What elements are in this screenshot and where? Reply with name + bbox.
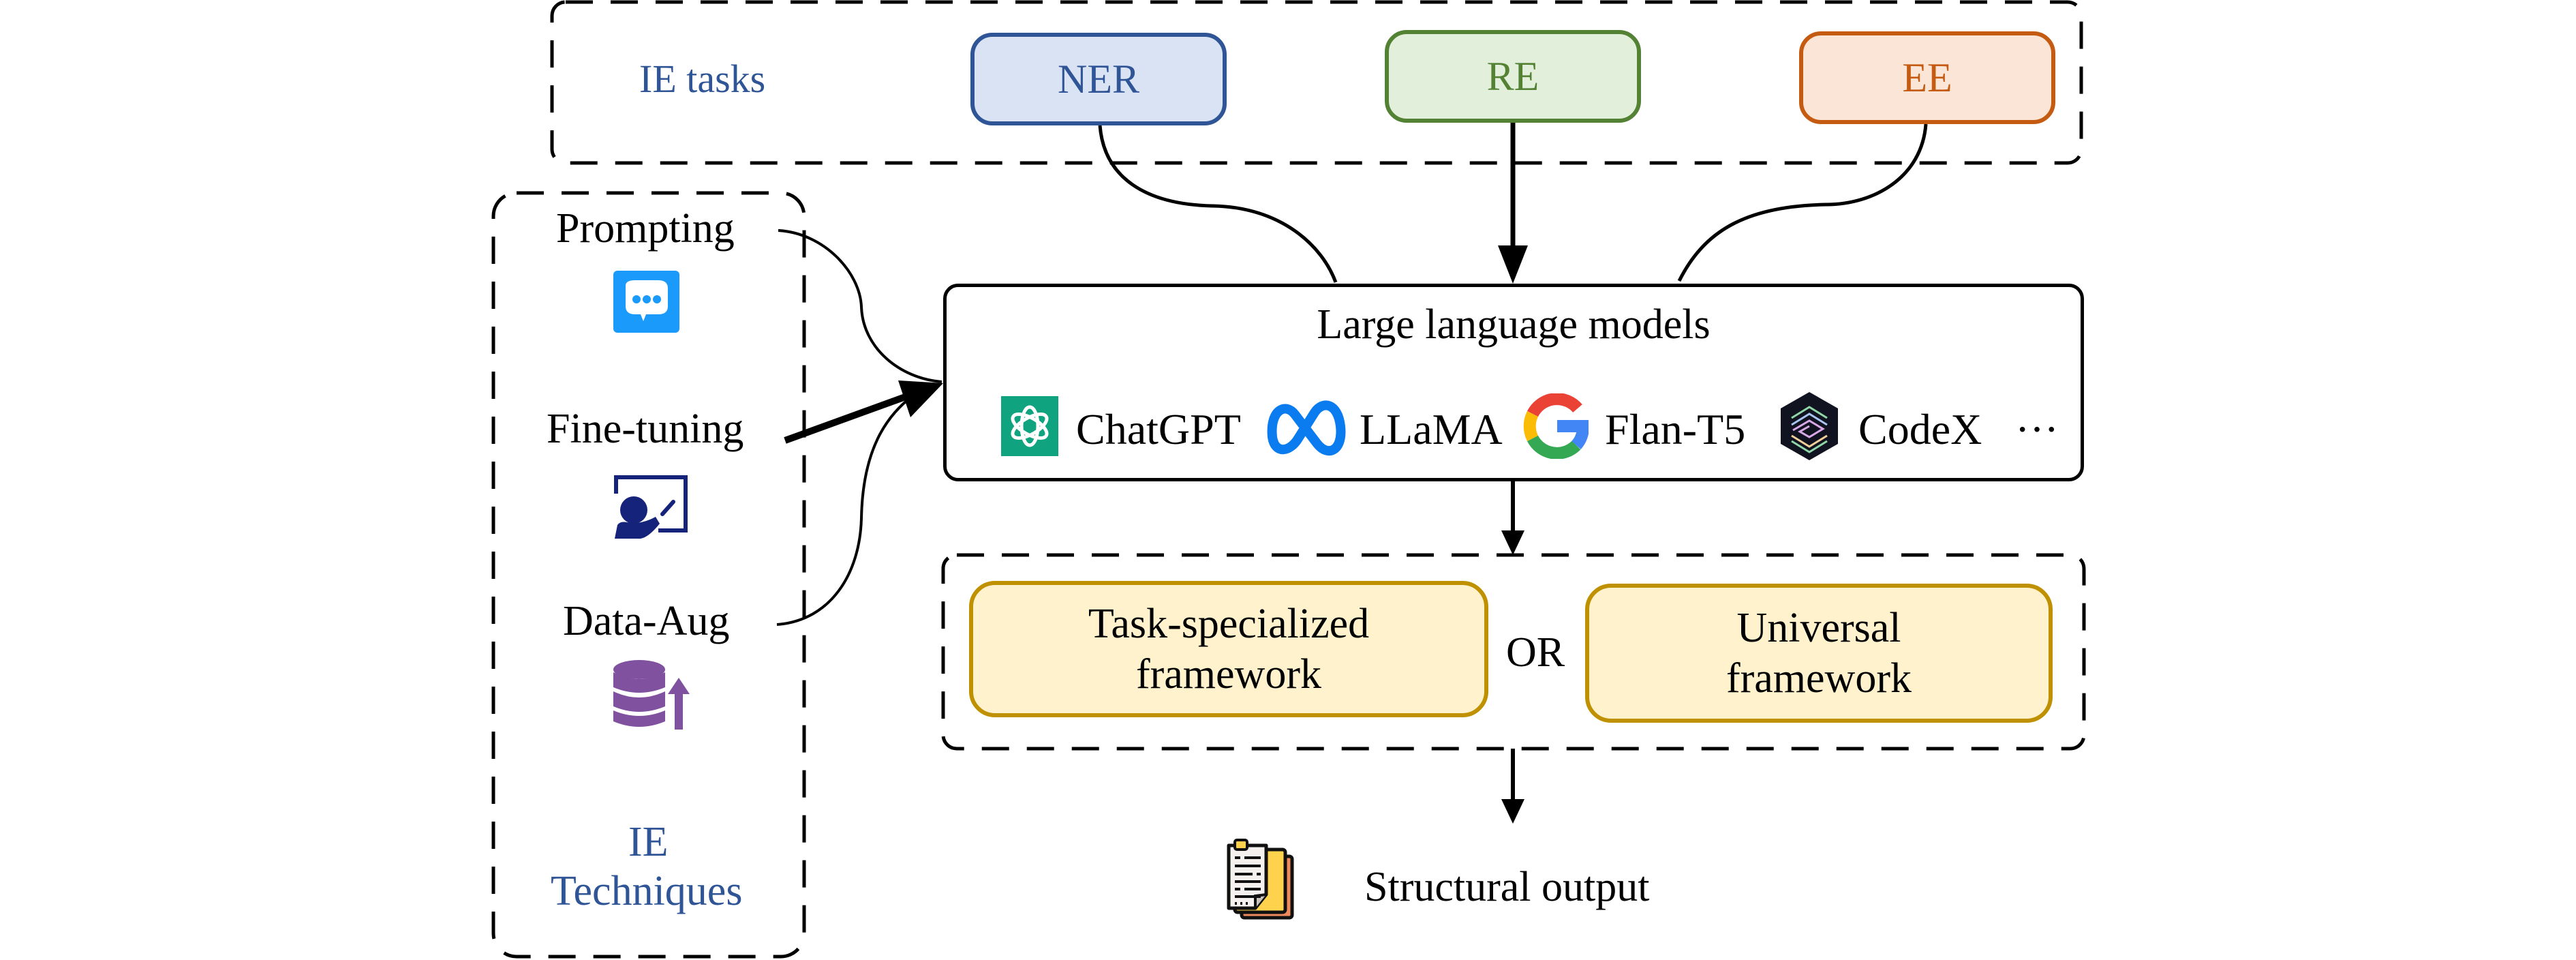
ner-to-llm-connector: [1098, 125, 1338, 283]
ie-techniques-label-line2: Techniques: [551, 868, 743, 914]
or-connector-label: OR: [1506, 629, 1565, 676]
framework-to-output-arrowhead: [1501, 799, 1524, 824]
database-up-icon: [613, 659, 695, 730]
fine-tuning-to-llm-arrow: [784, 392, 910, 444]
technique-prompting-label: Prompting: [556, 205, 735, 252]
task-specialized-line2: framework: [1136, 651, 1321, 698]
codex-logo-icon: [1778, 391, 1841, 462]
ie-tasks-label: IE tasks: [639, 57, 766, 101]
model-chatgpt-label: ChatGPT: [1076, 405, 1241, 453]
universal-line2: framework: [1726, 655, 1912, 702]
re-to-llm-arrowhead: [1498, 245, 1528, 284]
ie-techniques-group-border: [491, 191, 806, 959]
task-re[interactable]: RE: [1385, 30, 1641, 123]
chat-bubble-icon: [613, 271, 679, 333]
universal-framework[interactable]: Universal framework: [1585, 584, 2053, 723]
framework-group-border: [941, 553, 2086, 751]
prompting-to-llm-connector: [778, 229, 942, 383]
technique-fine-tuning-label: Fine-tuning: [547, 406, 744, 452]
teacher-board-icon: [613, 475, 688, 540]
ie-techniques-label-line1: IE: [628, 819, 669, 865]
ie-tasks-group-border: [550, 0, 2083, 165]
llm-title: Large language models: [1317, 301, 1711, 348]
structural-output-label: Structural output: [1364, 864, 1650, 910]
data-aug-to-llm-connector: [776, 394, 915, 626]
model-llama-label: LLaMA: [1360, 405, 1503, 453]
task-specialized-framework[interactable]: Task-specialized framework: [969, 581, 1488, 717]
meta-logo-icon: [1266, 396, 1347, 457]
task-ner[interactable]: NER: [970, 33, 1227, 125]
model-codex-label: CodeX: [1858, 405, 1982, 453]
task-specialized-line1: Task-specialized: [1088, 601, 1370, 647]
model-flan-t5-label: Flan-T5: [1605, 405, 1746, 453]
google-logo-icon: [1523, 393, 1589, 460]
task-re-label: RE: [1486, 53, 1539, 99]
llm-box[interactable]: Large language models ChatGPT LLaMA Flan…: [943, 284, 2084, 481]
openai-logo-icon: [1001, 396, 1058, 456]
task-ee-label: EE: [1902, 55, 1952, 100]
llm-to-framework-arrowhead: [1501, 530, 1524, 555]
task-ee[interactable]: EE: [1799, 31, 2055, 124]
technique-data-aug-label: Data-Aug: [563, 598, 730, 644]
ee-to-llm-connector: [1677, 123, 1928, 282]
fine-tuning-to-llm-arrowhead: [898, 380, 943, 417]
documents-icon: [1227, 839, 1295, 920]
more-models-ellipsis: ···: [2015, 405, 2059, 453]
universal-line1: Universal: [1736, 605, 1901, 651]
task-ner-label: NER: [1058, 56, 1139, 102]
